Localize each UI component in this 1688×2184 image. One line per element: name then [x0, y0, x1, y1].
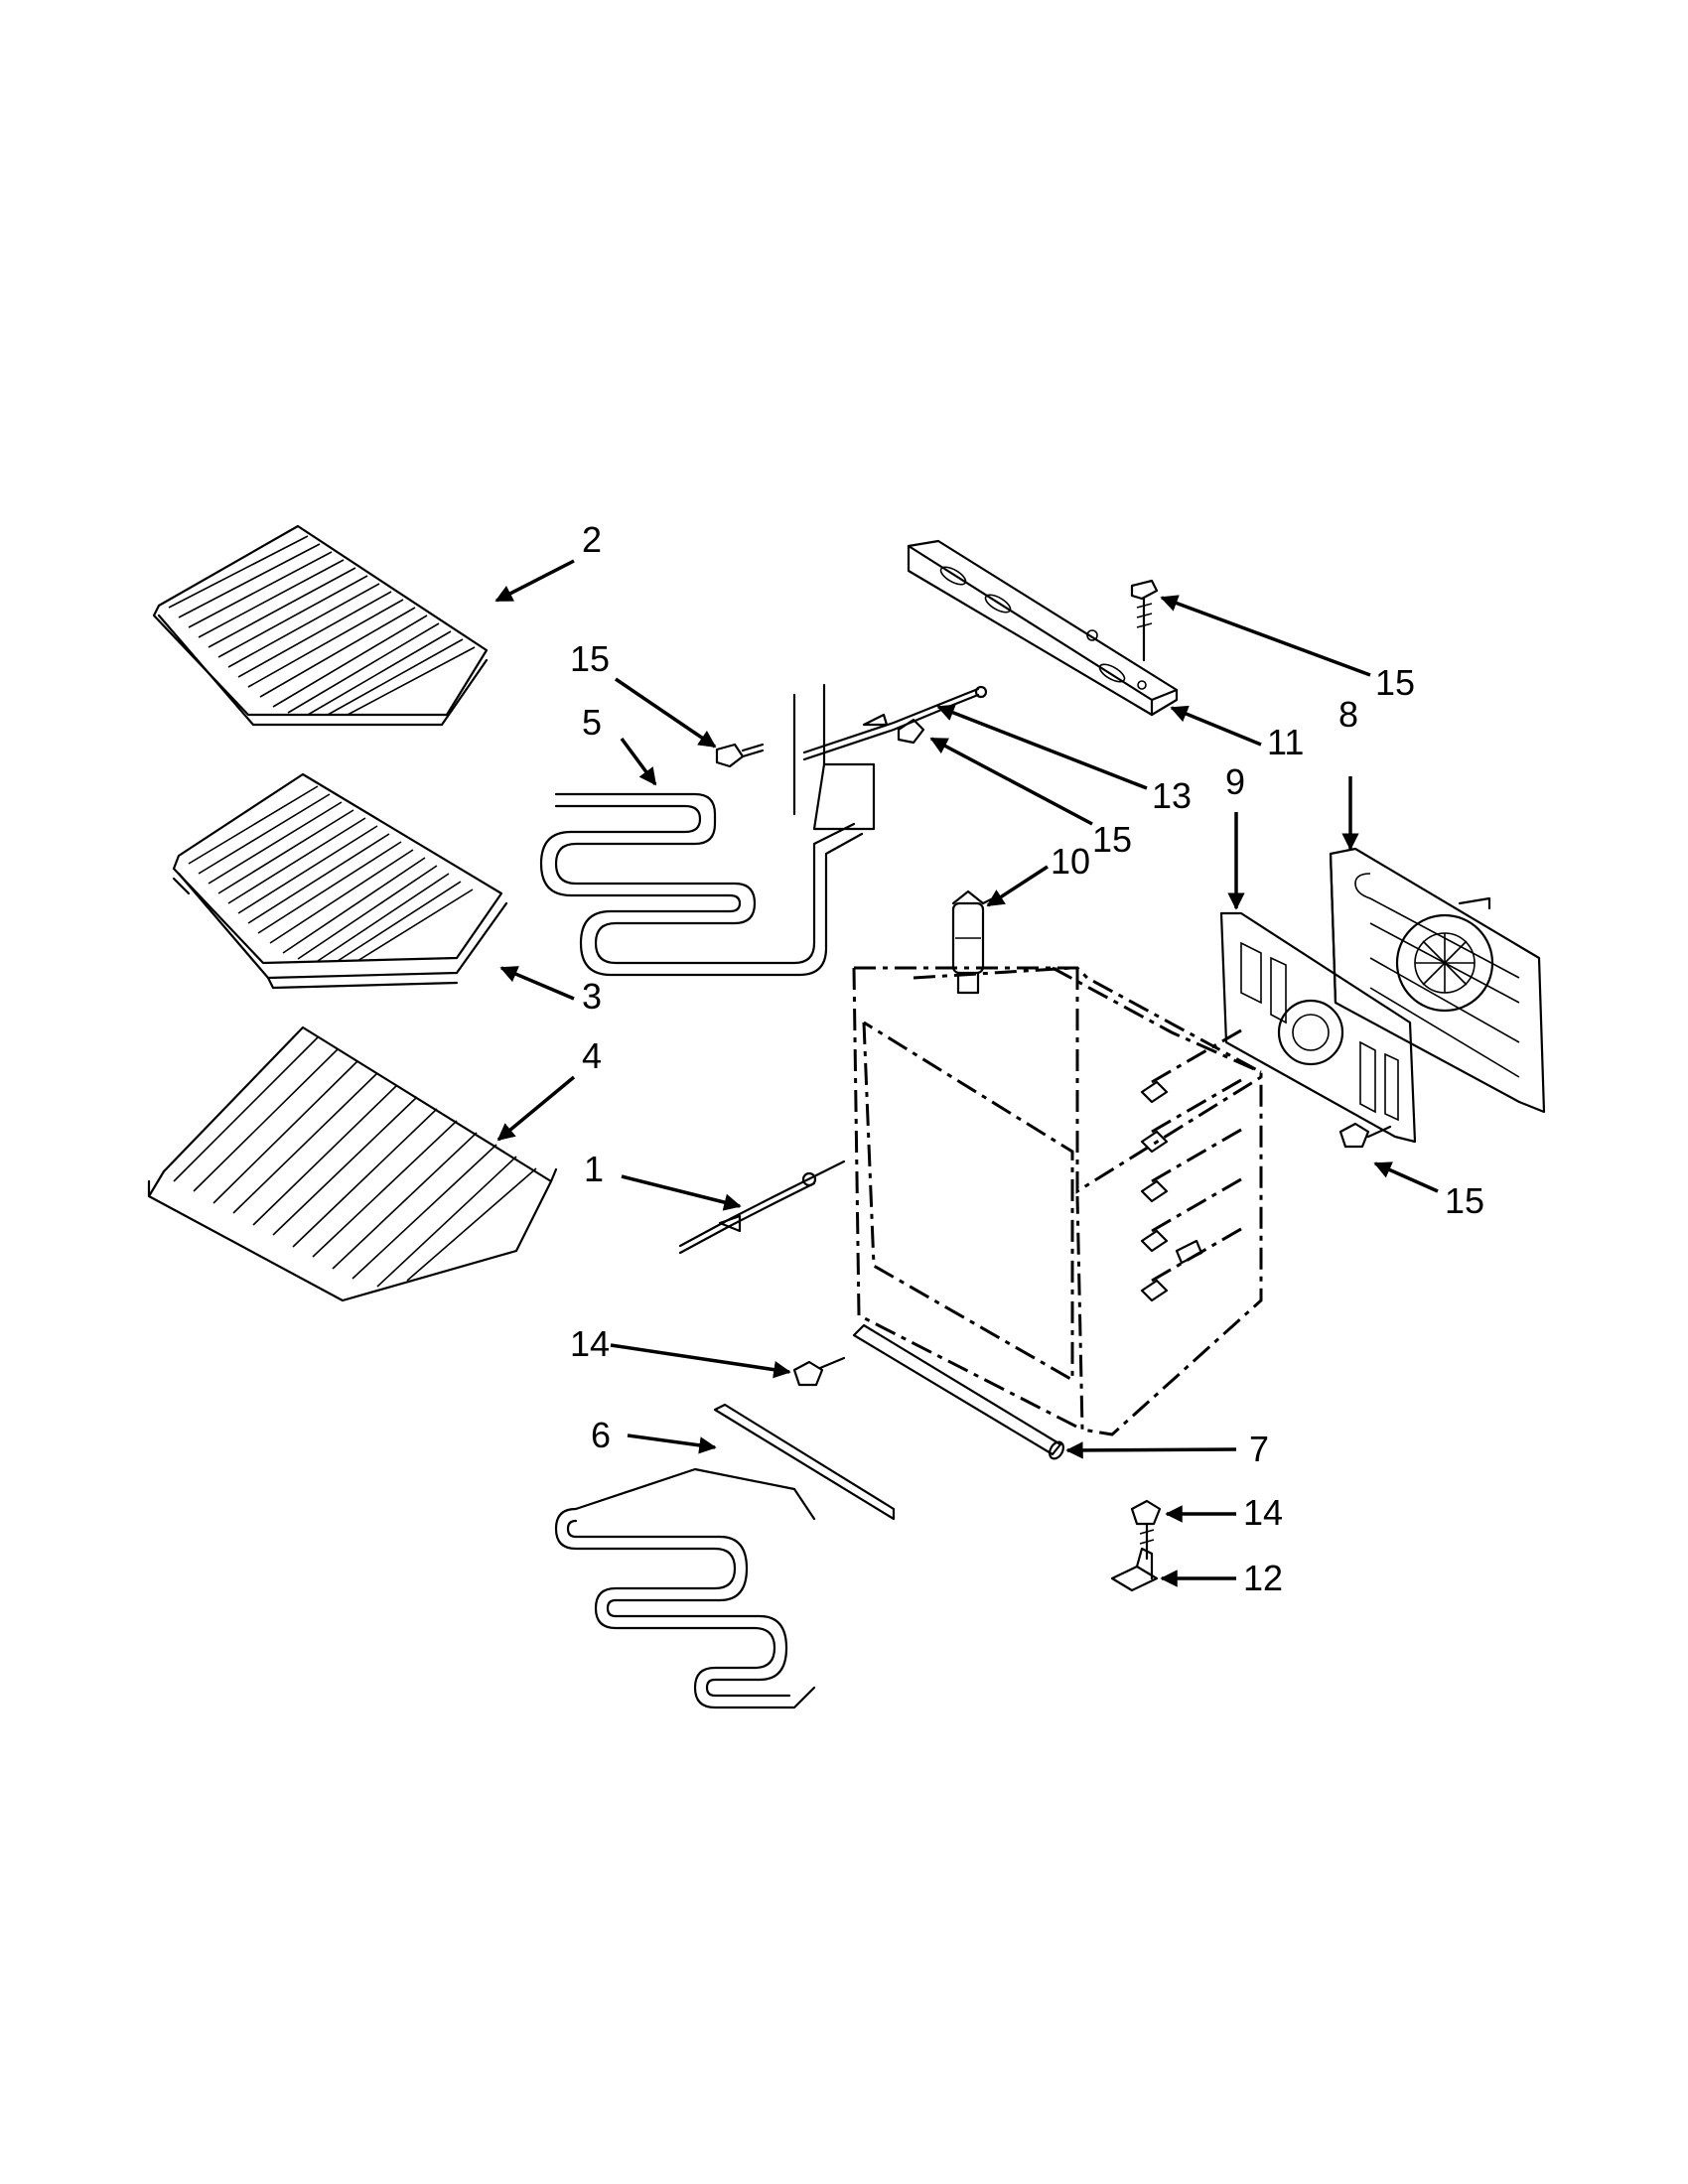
- part-14-screw: [792, 1356, 846, 1387]
- part-4-flat-rack: [147, 1025, 558, 1302]
- callout-7: 7: [1249, 1429, 1269, 1469]
- leader-5: [620, 737, 657, 786]
- callout-14-a: 14: [570, 1323, 610, 1364]
- leader-lines: [494, 559, 1439, 1587]
- callout-12: 12: [1243, 1558, 1283, 1598]
- part-8-convection-fan-panel: [1329, 847, 1546, 1114]
- leader-15-c: [1160, 595, 1371, 677]
- part-15-screw: [897, 718, 925, 745]
- part-6-bake-element: [554, 1403, 896, 1709]
- part-13-temperature-sensor: [802, 685, 988, 761]
- part-9-rear-baffle: [1219, 911, 1417, 1144]
- part-14-screw: [1130, 1499, 1162, 1561]
- part-1-temperature-probe: [678, 1160, 846, 1255]
- oven-cavity-housing: [852, 966, 1263, 1436]
- leader-14-a: [610, 1343, 791, 1379]
- leader-2: [494, 559, 575, 603]
- part-7-vent-tube: [852, 1323, 1064, 1460]
- callout-8: 8: [1338, 694, 1358, 735]
- leader-13: [936, 704, 1148, 790]
- callout-5: 5: [582, 702, 602, 743]
- callout-2: 2: [582, 519, 602, 560]
- leader-11: [1170, 705, 1262, 747]
- callout-14-b: 14: [1243, 1492, 1283, 1533]
- callout-15-d: 15: [1445, 1180, 1484, 1221]
- callout-15-a: 15: [570, 638, 610, 679]
- leader-6: [627, 1433, 717, 1454]
- leader-15-a: [615, 677, 717, 749]
- leader-15-b: [929, 737, 1093, 826]
- callout-1: 1: [584, 1149, 604, 1189]
- callout-6: 6: [591, 1415, 611, 1455]
- callout-10: 10: [1051, 841, 1090, 882]
- leader-10: [986, 865, 1049, 907]
- leader-4: [496, 1075, 576, 1142]
- part-5-broil-element: [539, 683, 876, 977]
- callout-4: 4: [582, 1035, 602, 1076]
- part-12-clip: [1110, 1547, 1159, 1592]
- part-11-bracket: [907, 539, 1179, 717]
- callout-15-b: 15: [1092, 819, 1132, 860]
- part-15-screw: [1338, 1122, 1392, 1149]
- callout-13: 13: [1152, 775, 1192, 816]
- part-10-thermal-cutoff: [951, 889, 995, 995]
- leader-15-d: [1373, 1161, 1439, 1193]
- callout-labels: 2 3 4 1 15 5 13 15 10 11 15 8 9 15 14 6 …: [570, 519, 1484, 1598]
- part-15-screw: [1130, 579, 1159, 662]
- part-2-oven-rack: [152, 524, 489, 727]
- callout-3: 3: [582, 976, 602, 1017]
- leader-3: [499, 966, 575, 1001]
- leader-7: [1065, 1441, 1237, 1459]
- leader-1: [621, 1174, 742, 1211]
- callout-9: 9: [1225, 761, 1245, 802]
- part-3-rollout-rack: [172, 772, 508, 990]
- callout-15-c: 15: [1375, 662, 1415, 703]
- callout-11: 11: [1267, 722, 1304, 762]
- part-15-screw: [715, 743, 765, 768]
